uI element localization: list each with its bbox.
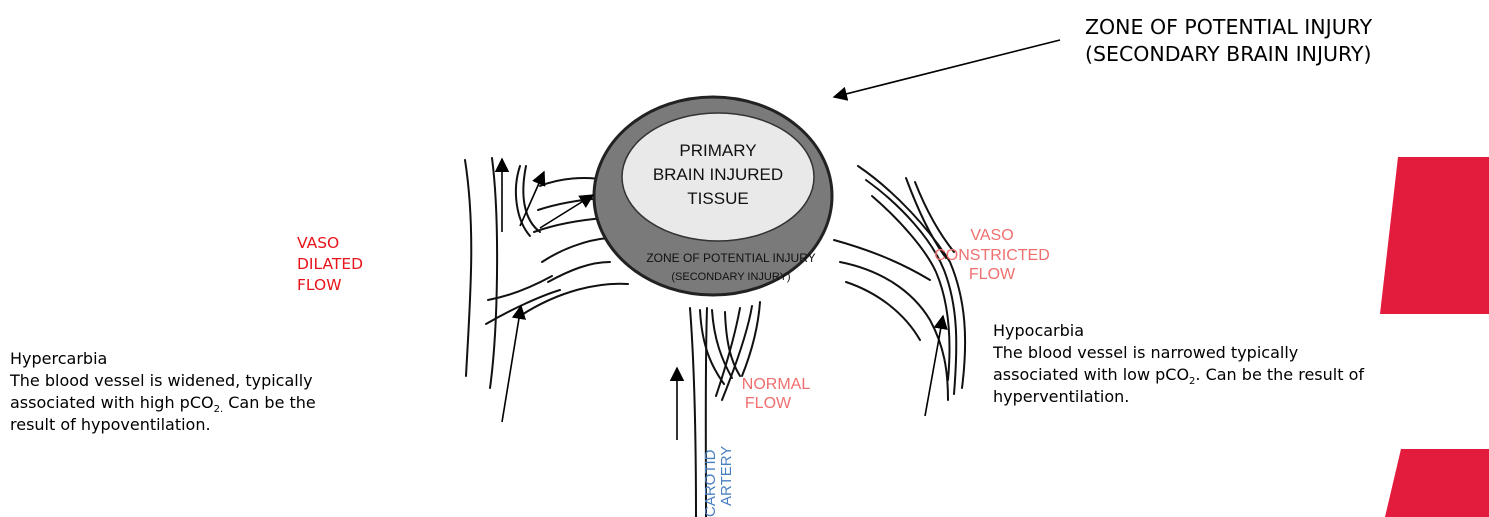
core-label-line2: BRAIN INJURED [653, 165, 783, 184]
zone-callout-label: ZONE OF POTENTIAL INJURY (SECONDARY BRAI… [1085, 14, 1372, 68]
hypocarbia-line2-text: associated with low pCO [993, 365, 1189, 384]
vaso-dilated-line2: DILATED [297, 254, 363, 275]
vaso-dilated-line3: FLOW [297, 275, 363, 296]
ring-label-line1: ZONE OF POTENTIAL INJURY [646, 251, 815, 265]
carotid-line1: CAROTID [702, 449, 719, 517]
vaso-constricted-line2: CONSTRICTED [934, 247, 1050, 264]
ring-label-line2: (SECONDARY INJURY) [671, 271, 790, 283]
hypocarbia-line1: The blood vessel is narrowed typically [993, 342, 1364, 364]
vaso-dilated-label: VASO DILATED FLOW [297, 233, 363, 296]
hypercarbia-line2-text: associated with high pCO [10, 393, 214, 412]
hypocarbia-note: Hypocarbia The blood vessel is narrowed … [993, 320, 1364, 408]
zone-callout-line1: ZONE OF POTENTIAL INJURY [1085, 14, 1372, 41]
hypercarbia-line2: associated with high pCO2. Can be the [10, 392, 316, 414]
core-label-line3: TISSUE [687, 189, 748, 208]
carotid-line2: ARTERY [718, 446, 735, 506]
core-label-line1: PRIMARY [679, 141, 756, 160]
hypocarbia-line3: hyperventilation. [993, 386, 1364, 408]
normal-flow-line2: FLOW [745, 395, 792, 412]
hypocarbia-line2: associated with low pCO2. Can be the res… [993, 364, 1364, 386]
hypercarbia-line1: The blood vessel is widened, typically [10, 370, 316, 392]
hypercarbia-title: Hypercarbia [10, 348, 316, 370]
hypocarbia-line2-tail: . Can be the result of [1195, 365, 1364, 384]
vaso-constricted-line3: FLOW [969, 266, 1016, 283]
hypercarbia-line2-tail: Can be the [223, 393, 316, 412]
hypercarbia-subscript: 2. [214, 404, 224, 415]
hypercarbia-note: Hypercarbia The blood vessel is widened,… [10, 348, 316, 436]
hypocarbia-title: Hypocarbia [993, 320, 1364, 342]
vaso-constricted-line1: VASO [970, 227, 1013, 244]
normal-flow-line1: NORMAL [742, 376, 811, 393]
hypercarbia-line3: result of hypoventilation. [10, 414, 316, 436]
vaso-dilated-line1: VASO [297, 233, 363, 254]
zone-callout-line2: (SECONDARY BRAIN INJURY) [1085, 41, 1372, 68]
red-accent-shape-top [1380, 157, 1489, 314]
red-accent-shape-bottom [1385, 449, 1489, 517]
